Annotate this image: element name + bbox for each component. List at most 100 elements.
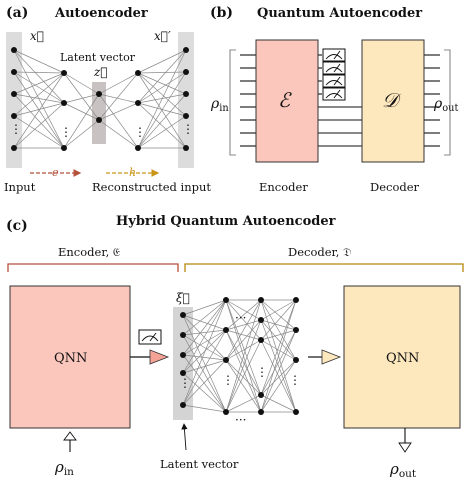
network-edge	[225, 299, 262, 396]
measure-arrow-head	[149, 349, 170, 365]
network-edge	[260, 319, 297, 361]
network-edge	[13, 49, 65, 104]
network-edge	[182, 329, 227, 336]
hdots-top: ···	[235, 311, 246, 325]
network-edge	[137, 49, 187, 74]
network-edge	[13, 102, 65, 117]
network-edge	[182, 329, 227, 374]
latent-vector-symbol: z⃗	[93, 65, 108, 79]
network-node	[293, 357, 299, 363]
network-node	[11, 113, 17, 119]
network-edge	[137, 72, 187, 95]
network-edge	[225, 319, 262, 331]
vdots-latent: ⋮	[179, 376, 191, 390]
network-edge	[13, 49, 65, 149]
network-edge	[225, 299, 262, 331]
decoder-label: Decoder	[370, 180, 420, 194]
encoder-brace	[7, 263, 179, 272]
rho-out-c-label: ρout	[389, 460, 417, 480]
network-edge	[225, 329, 262, 396]
network-edge	[260, 339, 297, 361]
rho-in-arrow-head	[63, 431, 77, 441]
encoder-brace-label: Encoder, 𝔈	[58, 245, 121, 259]
network-edge	[98, 119, 139, 149]
decoder-function: h	[129, 166, 136, 179]
network-edge	[137, 49, 187, 104]
network-edge	[13, 93, 65, 104]
panel-b-tag: (b)	[210, 5, 233, 21]
network-edge	[137, 115, 187, 149]
network-edge	[260, 359, 297, 396]
qnn-decoder-box	[343, 285, 461, 429]
network-node	[223, 327, 229, 333]
network-edge	[182, 314, 227, 413]
input-bracket	[229, 49, 236, 156]
network-node	[293, 297, 299, 303]
network-edge	[225, 329, 262, 341]
network-edge	[63, 72, 100, 121]
latent-band	[92, 82, 106, 144]
qnn-decoder-label: QNN	[386, 351, 419, 366]
input-vector-symbol: x⃗	[30, 29, 44, 43]
network-edge	[98, 93, 139, 104]
network-edge	[260, 299, 297, 331]
network-edge	[182, 314, 227, 361]
meter-icon	[322, 61, 346, 75]
latent-band-c	[173, 307, 193, 420]
meter-icon	[322, 48, 346, 62]
network-node	[258, 297, 264, 303]
panel-a: (a) Autoencoder x⃗ Latent vector z⃗ x⃗′ …	[4, 5, 211, 194]
network-edge	[182, 334, 227, 361]
network-node	[183, 69, 189, 75]
classical-decoder-network	[180, 297, 299, 415]
network-edge	[98, 102, 139, 121]
network-edge	[182, 359, 227, 374]
network-edge	[260, 299, 297, 341]
vdots-hidden2: ⋮	[256, 365, 268, 379]
network-node	[223, 409, 229, 415]
panel-a-title: Autoencoder	[54, 6, 148, 21]
network-node	[61, 145, 67, 151]
network-edge	[182, 404, 227, 413]
rho-out-label: ρout	[433, 96, 458, 114]
network-edge	[225, 319, 262, 413]
network-edge	[13, 93, 65, 149]
qnn-encoder-box	[9, 285, 131, 429]
network-node	[223, 357, 229, 363]
panel-b-title: Quantum Autoencoder	[257, 6, 422, 21]
network-edge	[260, 299, 297, 413]
network-edge	[260, 359, 297, 413]
network-edge	[63, 72, 100, 95]
network-edge	[13, 72, 65, 95]
network-edge	[63, 93, 100, 104]
network-node	[11, 47, 17, 53]
network-node	[180, 332, 186, 338]
latent-vector-label: Latent vector	[60, 51, 136, 64]
network-node	[183, 91, 189, 97]
network-edge	[182, 299, 227, 356]
network-node	[180, 370, 186, 376]
meter-icon	[138, 329, 162, 345]
network-edge	[182, 329, 227, 356]
latent-vector-c-label: Latent vector	[160, 457, 239, 471]
network-edge	[225, 394, 262, 413]
network-node	[11, 69, 17, 75]
network-edge	[260, 319, 297, 331]
network-node	[11, 145, 17, 151]
reconstructed-input-label: Reconstructed input	[92, 180, 211, 194]
decoder-box	[361, 39, 425, 163]
network-node	[258, 317, 264, 323]
network-edge	[225, 359, 262, 396]
network-node	[96, 91, 102, 97]
network-edge	[225, 299, 262, 361]
network-edge	[63, 93, 100, 149]
network-node	[11, 91, 17, 97]
network-node	[183, 113, 189, 119]
encoder-function: e	[52, 166, 59, 179]
encoder-symbol: ℰ	[278, 88, 292, 112]
vdots-hidden3: ⋮	[289, 373, 301, 387]
network-edge	[137, 93, 187, 149]
network-edge	[182, 329, 227, 406]
latent-pointer-arrow	[181, 423, 188, 451]
